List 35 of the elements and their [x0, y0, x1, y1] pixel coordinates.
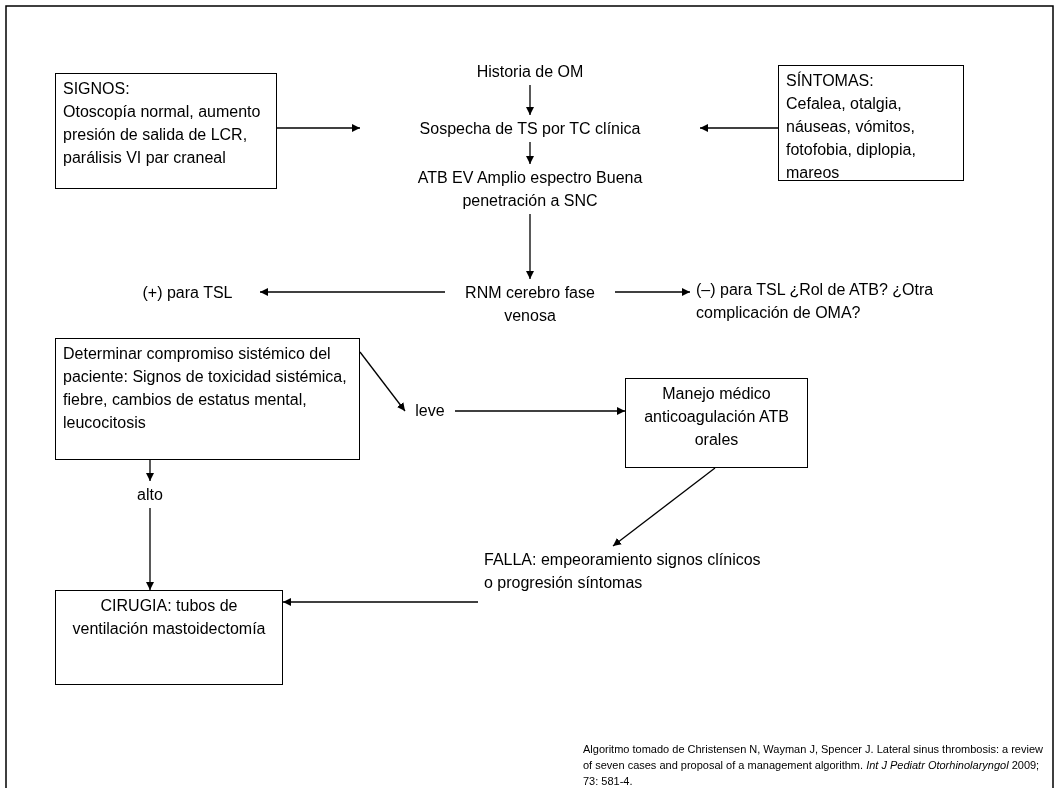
- flow-text: FALLA: empeoramiento signos clínicos o progresión síntomas: [478, 546, 778, 596]
- arrow: [276, 124, 361, 132]
- box-text: Otoscopía normal, aumento presión de salida de LCR, parálisis VI par craneal: [63, 102, 262, 168]
- arrow: [359, 351, 406, 412]
- arrow: [146, 507, 154, 591]
- flow-text: leve: [405, 397, 455, 424]
- process-box: [55, 338, 360, 460]
- process-box: [625, 378, 808, 468]
- flow-text: (–) para TSL ¿Rol de ATB? ¿Otra complicación de OMA?: [690, 276, 990, 326]
- flow-text: alto: [120, 481, 180, 508]
- process-box: [778, 65, 964, 181]
- flow-text: Historia de OM: [450, 58, 610, 85]
- box-heading: SIGNOS:: [63, 79, 131, 99]
- arrow: [282, 598, 479, 606]
- arrow: [259, 288, 446, 296]
- citation-text: Algoritmo tomado de Christensen N, Wayman J, Spencer J. Lateral sinus thrombosis: a review of seven cases and proposal of a management algorithm. Int J Pediatr Otorhinolaryngol 2009; 73: 581-4.: [583, 742, 1044, 788]
- flow-text: Sospecha de TS por TC clínica: [360, 115, 700, 142]
- arrow: [614, 288, 691, 296]
- box-text: CIRUGIA: tubos de ventilación mastoidectomía: [71, 596, 267, 639]
- arrow: [526, 213, 534, 280]
- arrow: [146, 459, 154, 482]
- flow-text: RNM cerebro fase venosa: [445, 279, 615, 329]
- flow-text: (+) para TSL: [115, 279, 260, 306]
- process-box: [55, 73, 277, 189]
- box-text: Cefalea, otalgia, náuseas, vómitos, fotofobia, diplopia, mareos: [786, 94, 917, 183]
- box-text: Manejo médico anticoagulación ATB orales: [643, 384, 790, 450]
- arrow: [526, 141, 534, 165]
- arrow: [526, 84, 534, 116]
- flow-text: ATB EV Amplio espectro Buena penetración a SNC: [380, 164, 680, 214]
- arrow: [454, 407, 626, 415]
- arrow: [612, 467, 716, 547]
- box-heading: SÍNTOMAS:: [786, 70, 875, 91]
- arrow: [699, 124, 779, 132]
- process-box: [55, 590, 283, 685]
- box-text: Determinar compromiso sistémico del paciente: Signos de toxicidad sistémica, fiebre, cambios de estatus mental, leucocitosis: [63, 344, 348, 433]
